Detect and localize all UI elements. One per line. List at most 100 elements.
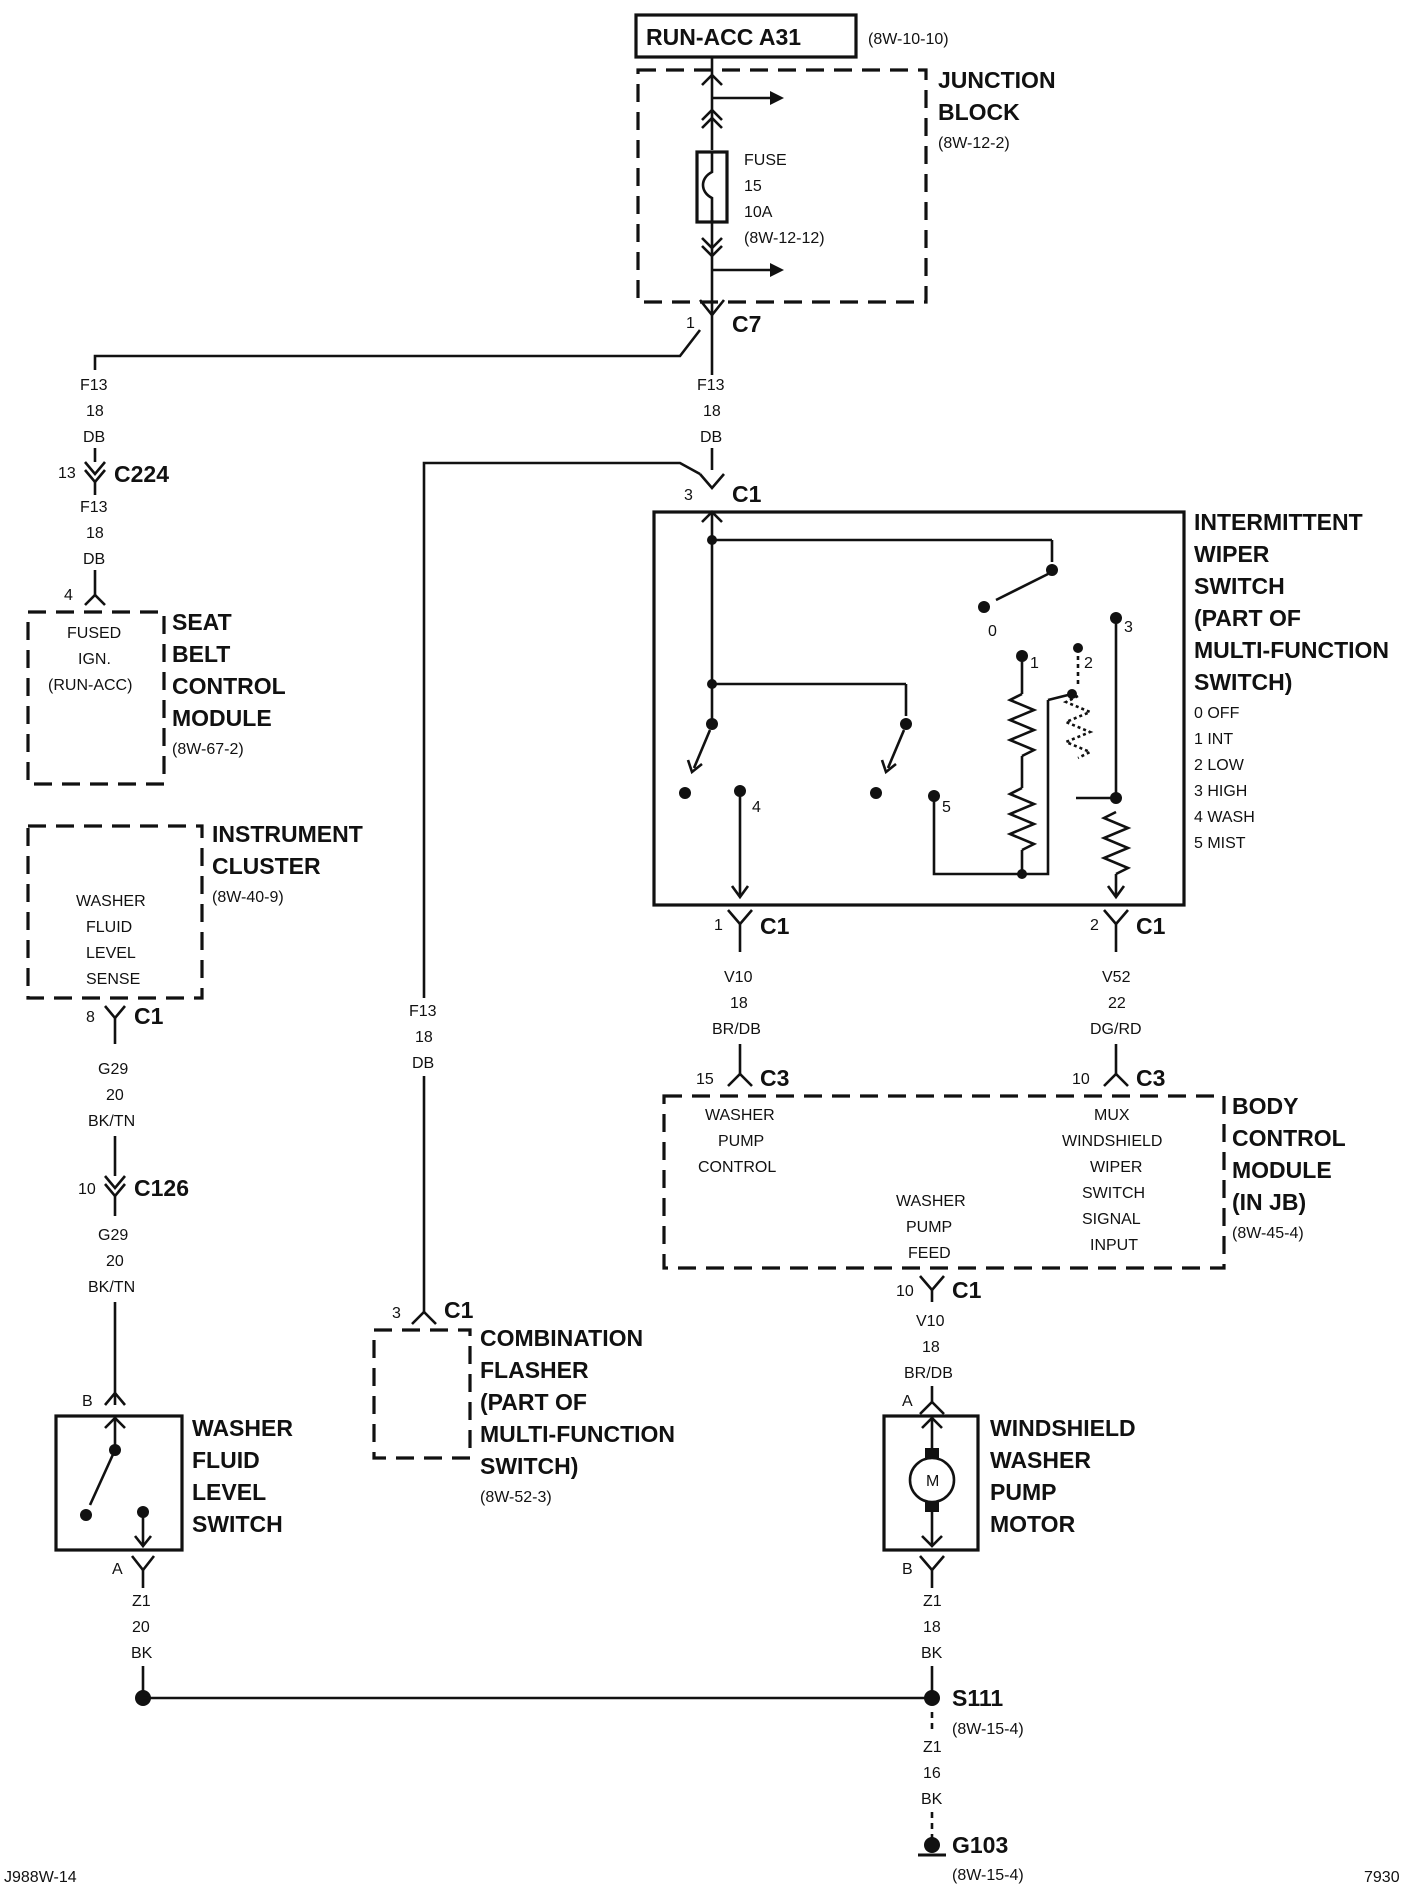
ground-g103: G103 (8W-15-4) [918, 1832, 1024, 1884]
wire-label: 18 [923, 1619, 941, 1636]
splice-s111: S111 (8W-15-4) [924, 1685, 1024, 1738]
motor-symbol: M [926, 1473, 939, 1490]
component-name: FLASHER [480, 1357, 589, 1383]
wire-z1-c: Z1 16 BK [921, 1739, 943, 1808]
component-name: WASHER [990, 1447, 1091, 1473]
splice-name: S111 [952, 1685, 1003, 1711]
component-ref: (8W-52-3) [480, 1489, 552, 1506]
module-inner-label: WASHER [76, 893, 146, 910]
wire-label: 18 [86, 525, 104, 542]
wire-label: BR/DB [904, 1365, 953, 1382]
module-name: CLUSTER [212, 853, 321, 879]
splice-ref: (8W-15-4) [952, 1721, 1024, 1738]
component-name: SWITCH) [1194, 669, 1292, 695]
component-name: MULTI-FUNCTION [480, 1421, 675, 1447]
connector-name: C3 [760, 1065, 789, 1091]
bcm-inner-label: PUMP [906, 1219, 952, 1236]
source-label: RUN-ACC A31 [646, 24, 801, 50]
wire-label: DB [83, 551, 105, 568]
seat-belt-control-module: 4 FUSED IGN. (RUN-ACC) SEAT BELT CONTROL… [26, 587, 286, 786]
bcm-inner-label: WIPER [1090, 1159, 1142, 1176]
switch-position: 3 [1124, 619, 1133, 636]
component-name: MOTOR [990, 1511, 1076, 1537]
component-name: SWITCH [192, 1511, 283, 1537]
component-name: SWITCH [1194, 573, 1285, 599]
component-name: SWITCH) [480, 1453, 578, 1479]
bcm-inner-label: CONTROL [698, 1159, 776, 1176]
wire-label: F13 [409, 1003, 437, 1020]
switch-position: 1 [1030, 655, 1039, 672]
wire-z1-b: Z1 18 BK [921, 1593, 943, 1662]
component-name: (PART OF [480, 1389, 587, 1415]
wire-label: F13 [697, 377, 725, 394]
wire-label: 18 [922, 1339, 940, 1356]
bcm-inner-label: PUMP [718, 1133, 764, 1150]
connector-pin: B [82, 1393, 93, 1410]
module-inner-label: (RUN-ACC) [48, 677, 132, 694]
windshield-washer-pump-motor: A M WINDSHIELD WASHER PUMP MOTOR [882, 1393, 1136, 1552]
component-name: BODY [1232, 1093, 1298, 1119]
junction-block: JUNCTION BLOCK (8W-12-2) FUSE 15 10A (8W… [636, 57, 1056, 340]
connector-wiper-c1-left: 1 C1 [714, 909, 790, 939]
connector-pin: 15 [696, 1071, 714, 1088]
connector-pin: A [902, 1393, 913, 1410]
fuse-15 [695, 150, 729, 224]
connector-name: C3 [1136, 1065, 1165, 1091]
component-ref: (8W-45-4) [1232, 1225, 1304, 1242]
module-name: MODULE [172, 705, 272, 731]
connector-pin: 3 [392, 1305, 401, 1322]
connector-bcm-c1: 10 C1 [896, 1275, 982, 1303]
wire-label: DB [83, 429, 105, 446]
wire-v52: V52 22 DG/RD [1090, 969, 1142, 1038]
component-name: MODULE [1232, 1157, 1332, 1183]
wire-label: 18 [415, 1029, 433, 1046]
junction-block-name-1: JUNCTION [938, 67, 1056, 93]
connector-name: C1 [732, 481, 762, 507]
source-ref: (8W-10-10) [868, 31, 949, 48]
wire-f13-b: F13 18 DB [697, 377, 725, 446]
connector-name: C126 [134, 1175, 189, 1201]
wire-label: BK [921, 1645, 943, 1662]
wire-label: G29 [98, 1227, 128, 1244]
intermittent-wiper-switch: 0 4 5 1 2 3 [652, 509, 1389, 907]
wire-label: BK/TN [88, 1279, 135, 1296]
wire-label: DB [700, 429, 722, 446]
bcm-inner-label: WASHER [705, 1107, 775, 1124]
ground-ref: (8W-15-4) [952, 1867, 1024, 1884]
component-name: LEVEL [192, 1479, 266, 1505]
legend-item: 5 MIST [1194, 835, 1246, 852]
combination-flasher: 3 C1 COMBINATION FLASHER (PART OF MULTI-… [372, 1297, 675, 1506]
component-name: WINDSHIELD [990, 1415, 1136, 1441]
wire-label: 20 [106, 1253, 124, 1270]
component-name: WIPER [1194, 541, 1270, 567]
connector-name: C1 [760, 913, 790, 939]
connector-name: C1 [1136, 913, 1166, 939]
switch-position: 2 [1084, 655, 1093, 672]
fuse-label-1: FUSE [744, 152, 787, 169]
c7-pin: 1 [686, 315, 695, 332]
wire-f13-c: F13 18 DB [80, 499, 108, 568]
seat-belt-pin: 4 [64, 587, 73, 604]
wire-label: V10 [916, 1313, 945, 1330]
wire-f13-a: F13 18 DB [80, 377, 108, 446]
washer-fluid-level-switch: B WASHER FLUID LEVEL SWITCH [54, 1390, 293, 1552]
connector-name: C1 [444, 1297, 474, 1323]
wire-label: 22 [1108, 995, 1126, 1012]
bcm-inner-label: WASHER [896, 1193, 966, 1210]
wire-label: 18 [730, 995, 748, 1012]
connector-pin: A [112, 1561, 123, 1578]
component-name: INTERMITTENT [1194, 509, 1363, 535]
wire-label: BK [131, 1645, 153, 1662]
legend-item: 1 INT [1194, 731, 1233, 748]
wire-label: 18 [86, 403, 104, 420]
module-inner-label: FUSED [67, 625, 121, 642]
component-name: WASHER [192, 1415, 293, 1441]
connector-pin: 10 [896, 1283, 914, 1300]
connector-pin: 2 [1090, 917, 1099, 934]
fuse-label-3: 10A [744, 204, 773, 221]
wire-label: BR/DB [712, 1021, 761, 1038]
page-code-left: J988W-14 [4, 1869, 77, 1886]
wire-label: Z1 [923, 1593, 942, 1610]
component-name: COMBINATION [480, 1325, 643, 1351]
wire-label: G29 [98, 1061, 128, 1078]
